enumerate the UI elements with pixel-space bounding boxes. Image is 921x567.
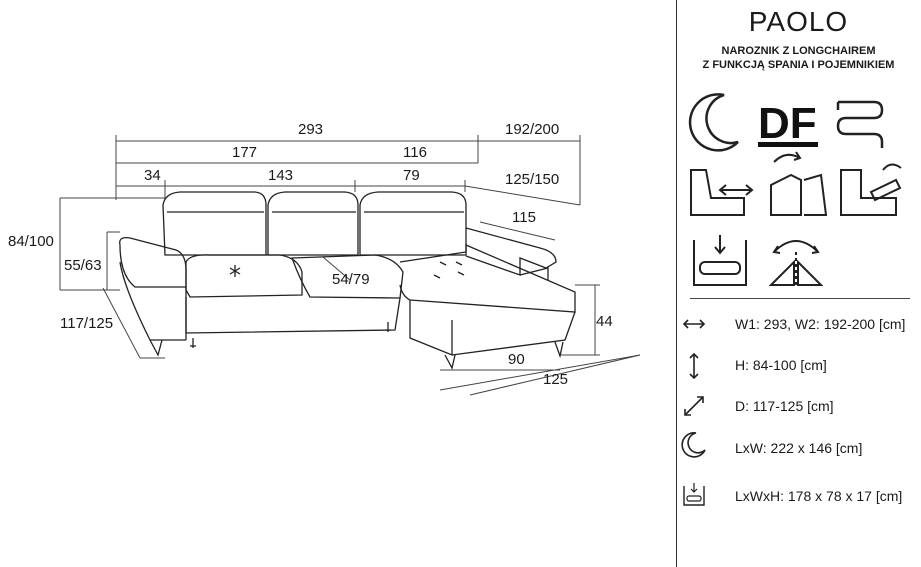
storage-icon	[683, 483, 705, 506]
spec-height: H: 84-100 [cm]	[735, 357, 827, 373]
dim-seat-left: 143	[268, 167, 293, 184]
dim-seat-height: 55/63	[64, 257, 102, 274]
dim-depth: 117/125	[60, 315, 113, 332]
spec-width: W1: 293, W2: 192-200 [cm]	[735, 316, 906, 332]
vertical-arrow-icon	[689, 352, 699, 380]
df-label: DF	[758, 99, 817, 148]
dim-right-section: 116	[403, 144, 427, 161]
armrest-adjust-icon	[840, 163, 902, 216]
spec-storage: LxWxH: 178 x 78 x 17 [cm]	[735, 488, 903, 504]
corner-switch-icon	[768, 240, 824, 286]
dim-chaise-width: 192/200	[505, 121, 559, 138]
spec-sleeping-area: LxW: 222 x 146 [cm]	[735, 440, 863, 456]
product-subtitle-line1: NAROZNIK Z LONGCHAIREM	[721, 45, 876, 57]
horizontal-arrow-icon	[682, 319, 706, 329]
dim-total-width: 293	[298, 121, 323, 138]
dim-left-section: 177	[232, 144, 257, 161]
panel-divider	[676, 0, 678, 567]
dim-inner-seat-depth: 54/79	[332, 271, 370, 288]
dim-headrest-width: 115	[512, 209, 536, 226]
moon-icon	[681, 432, 706, 458]
dim-chaise-length: 125	[543, 371, 568, 388]
headrest-tilt-icon	[770, 151, 828, 216]
spec-depth: D: 117-125 [cm]	[735, 398, 834, 414]
sofa-technical-drawing: 293 192/200 177 116 34 143 79 125/150 11…	[8, 121, 641, 396]
seat-slide-icon	[690, 169, 754, 216]
storage-icon	[693, 235, 747, 286]
dim-height: 84/100	[8, 233, 54, 250]
spec-divider	[690, 298, 910, 299]
dim-arm-width: 34	[144, 167, 161, 184]
dim-chaise-depth-top: 125/150	[505, 171, 559, 188]
dim-seat-mid: 79	[403, 167, 420, 184]
spring-icon	[836, 100, 884, 148]
product-name: PAOLO	[748, 6, 849, 37]
dim-chaise-height: 44	[596, 313, 613, 330]
df-icon: DF	[758, 99, 818, 148]
feature-icons-grid: DF	[688, 93, 902, 286]
dim-chaise-inner: 90	[508, 351, 525, 368]
moon-icon	[688, 93, 739, 152]
diagonal-arrow-icon	[684, 396, 704, 416]
product-subtitle-line2: Z FUNKCJĄ SPANIA I POJEMNIKIEM	[702, 59, 895, 71]
